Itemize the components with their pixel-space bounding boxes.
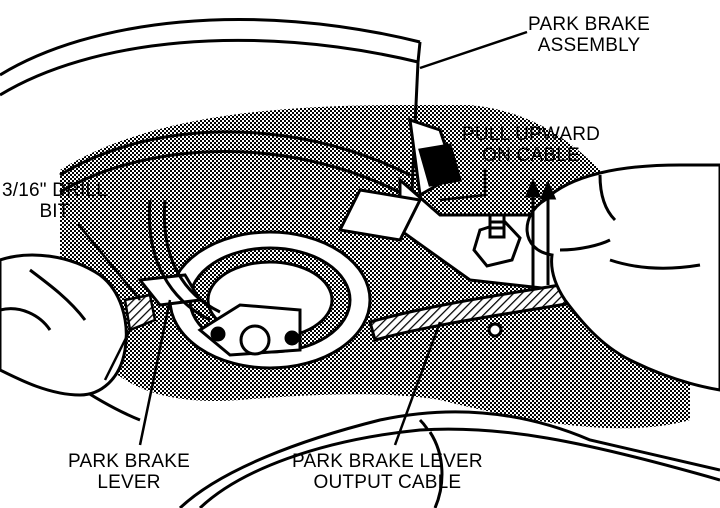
leader-output-cable [393, 321, 442, 446]
leader-park-brake-lever [138, 299, 172, 446]
leader-lines [77, 30, 528, 446]
label-output-cable-line2: OUTPUT CABLE [313, 472, 462, 493]
label-pull-upward-line1: PULL UPWARD [462, 124, 601, 145]
label-park-brake-lever: PARK BRAKE LEVER [68, 451, 190, 493]
drill-bit [103, 293, 157, 381]
leader-park-brake-assembly [419, 30, 528, 70]
lever-arm [137, 199, 221, 322]
bolt-head [472, 213, 522, 338]
label-park-brake-assembly-line2: ASSEMBLY [537, 35, 641, 56]
left-hand [0, 253, 128, 397]
label-drill-bit-line2: BIT [39, 201, 70, 222]
label-park-brake-lever-line1: PARK BRAKE [68, 451, 191, 472]
leader-drill-bit [77, 223, 141, 301]
label-drill-bit-line1: 3/16" DRILL [2, 180, 108, 201]
label-park-brake-assembly-line1: PARK BRAKE [528, 14, 651, 35]
label-pull-upward: PULL UPWARD ON CABLE [462, 124, 600, 166]
drum-floor [200, 429, 720, 508]
label-drill-bit: 3/16" DRILL BIT [2, 180, 107, 222]
leader-pull-upward [439, 168, 487, 202]
park-brake-lever-disc [168, 230, 372, 370]
label-output-cable: PARK BRAKE LEVER OUTPUT CABLE [292, 451, 483, 493]
pull-arrows [524, 178, 557, 290]
label-output-cable-line1: PARK BRAKE LEVER [292, 451, 483, 472]
label-pull-upward-line2: ON CABLE [482, 145, 580, 166]
label-park-brake-lever-line2: LEVER [97, 472, 161, 493]
shoe-inner-face [0, 98, 70, 158]
label-park-brake-assembly: PARK BRAKE ASSEMBLY [528, 14, 650, 56]
drum-floor-outline [198, 427, 720, 508]
